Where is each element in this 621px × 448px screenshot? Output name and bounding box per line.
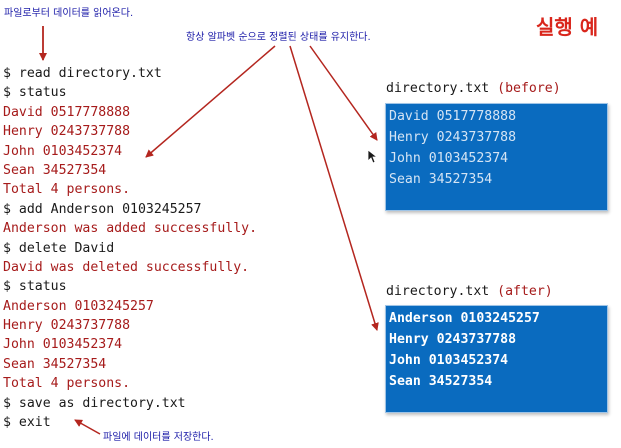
terminal-output-line: John 0103452374 (3, 143, 123, 159)
save-annotation: 파일에 데이터를 저장한다. (103, 432, 214, 443)
example-title: 실행 예 (536, 15, 599, 39)
arrow-to-save (74, 419, 101, 435)
terminal-output-line: John 0103452374 (3, 337, 123, 353)
terminal-command-line: $ save as directory.txt (3, 395, 186, 411)
arrow-to-before-panel (309, 45, 378, 141)
terminal-output-line: Total 4 persons. (3, 182, 131, 198)
mouse-pointer-icon (368, 150, 378, 164)
terminal-output-line: Henry 0243737788 (3, 318, 131, 334)
before-tag: (before) (497, 81, 561, 96)
read-annotation: 파일로부터 데이터를 읽어온다. (4, 8, 134, 19)
terminal-output-line: Anderson was added successfully. (3, 221, 258, 237)
arrow-to-status-list (145, 45, 276, 158)
sorted-annotation: 항상 알파벳 순으로 정렬된 상태를 유지한다. (186, 32, 371, 43)
after-filename: directory.txt (386, 284, 490, 299)
before-filename: directory.txt (386, 81, 490, 96)
before-file-entry: Sean 34527354 (389, 172, 493, 187)
after-file-entry: Anderson 0103245257 (389, 311, 540, 326)
terminal-command-line: $ status (3, 85, 67, 101)
before-file-entry: David 0517778888 (389, 109, 517, 124)
terminal-output-line: Anderson 0103245257 (3, 298, 154, 314)
before-file-entry: Henry 0243737788 (389, 130, 517, 145)
terminal-command-line: $ status (3, 279, 67, 295)
after-file-entry: Henry 0243737788 (389, 332, 517, 347)
terminal-output-line: Total 4 persons. (3, 376, 131, 392)
terminal-command-line: $ delete David (3, 240, 115, 256)
terminal-output-line: Sean 34527354 (3, 162, 107, 178)
terminal-command-line: $ read directory.txt (3, 66, 162, 81)
after-file-label: directory.txt (after) (386, 284, 553, 299)
after-file-entry: John 0103452374 (389, 353, 509, 368)
terminal-command-line: $ add Anderson 0103245257 (3, 201, 202, 217)
terminal-command-line: $ exit (3, 415, 51, 431)
arrow-to-after-panel (289, 45, 379, 331)
before-file-entry: John 0103452374 (389, 151, 509, 166)
after-file-entry: Sean 34527354 (389, 374, 493, 389)
terminal-output-line: Henry 0243737788 (3, 124, 131, 140)
terminal-output-line: David 0517778888 (3, 104, 131, 120)
after-tag: (after) (497, 284, 553, 299)
before-file-label: directory.txt (before) (386, 81, 561, 96)
terminal-output-line: Sean 34527354 (3, 356, 107, 372)
terminal-output-line: David was deleted successfully. (3, 259, 250, 275)
